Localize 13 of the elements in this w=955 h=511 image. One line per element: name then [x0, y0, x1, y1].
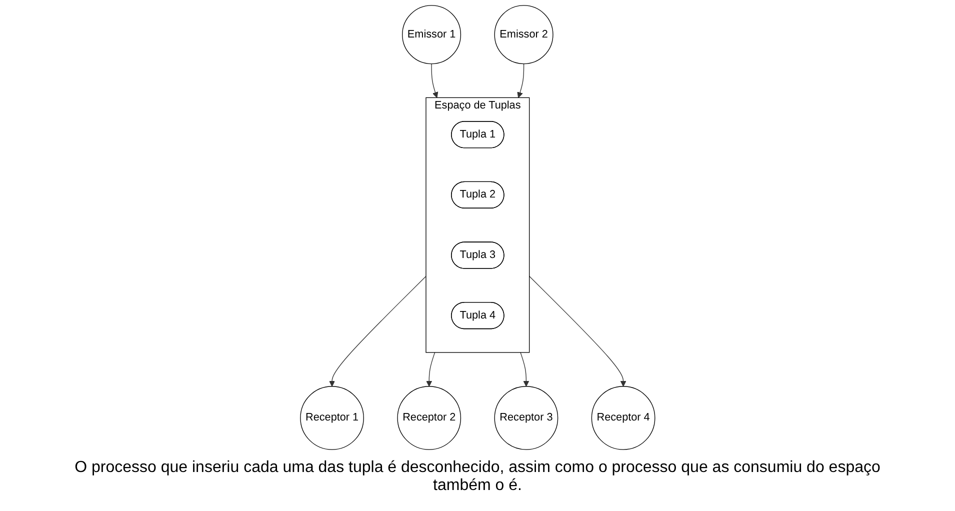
arrow [520, 352, 530, 387]
arrow [328, 276, 426, 387]
node-circle: Receptor 3 [494, 386, 558, 450]
arrow [431, 63, 438, 98]
node-circle: Receptor 1 [300, 386, 364, 450]
node-circle: Receptor 2 [397, 386, 461, 450]
node-circle: Receptor 4 [591, 386, 656, 450]
arrow [528, 276, 626, 387]
caption: O processo que inseriu cada uma das tupla é desconhecido, assim como o processo que as consumiu do espaço também o é. [74, 458, 882, 495]
node-circle: Emissor 1 [402, 5, 461, 64]
arrow [426, 352, 435, 387]
arrow [517, 63, 524, 98]
node-circle: Emissor 2 [494, 5, 554, 64]
